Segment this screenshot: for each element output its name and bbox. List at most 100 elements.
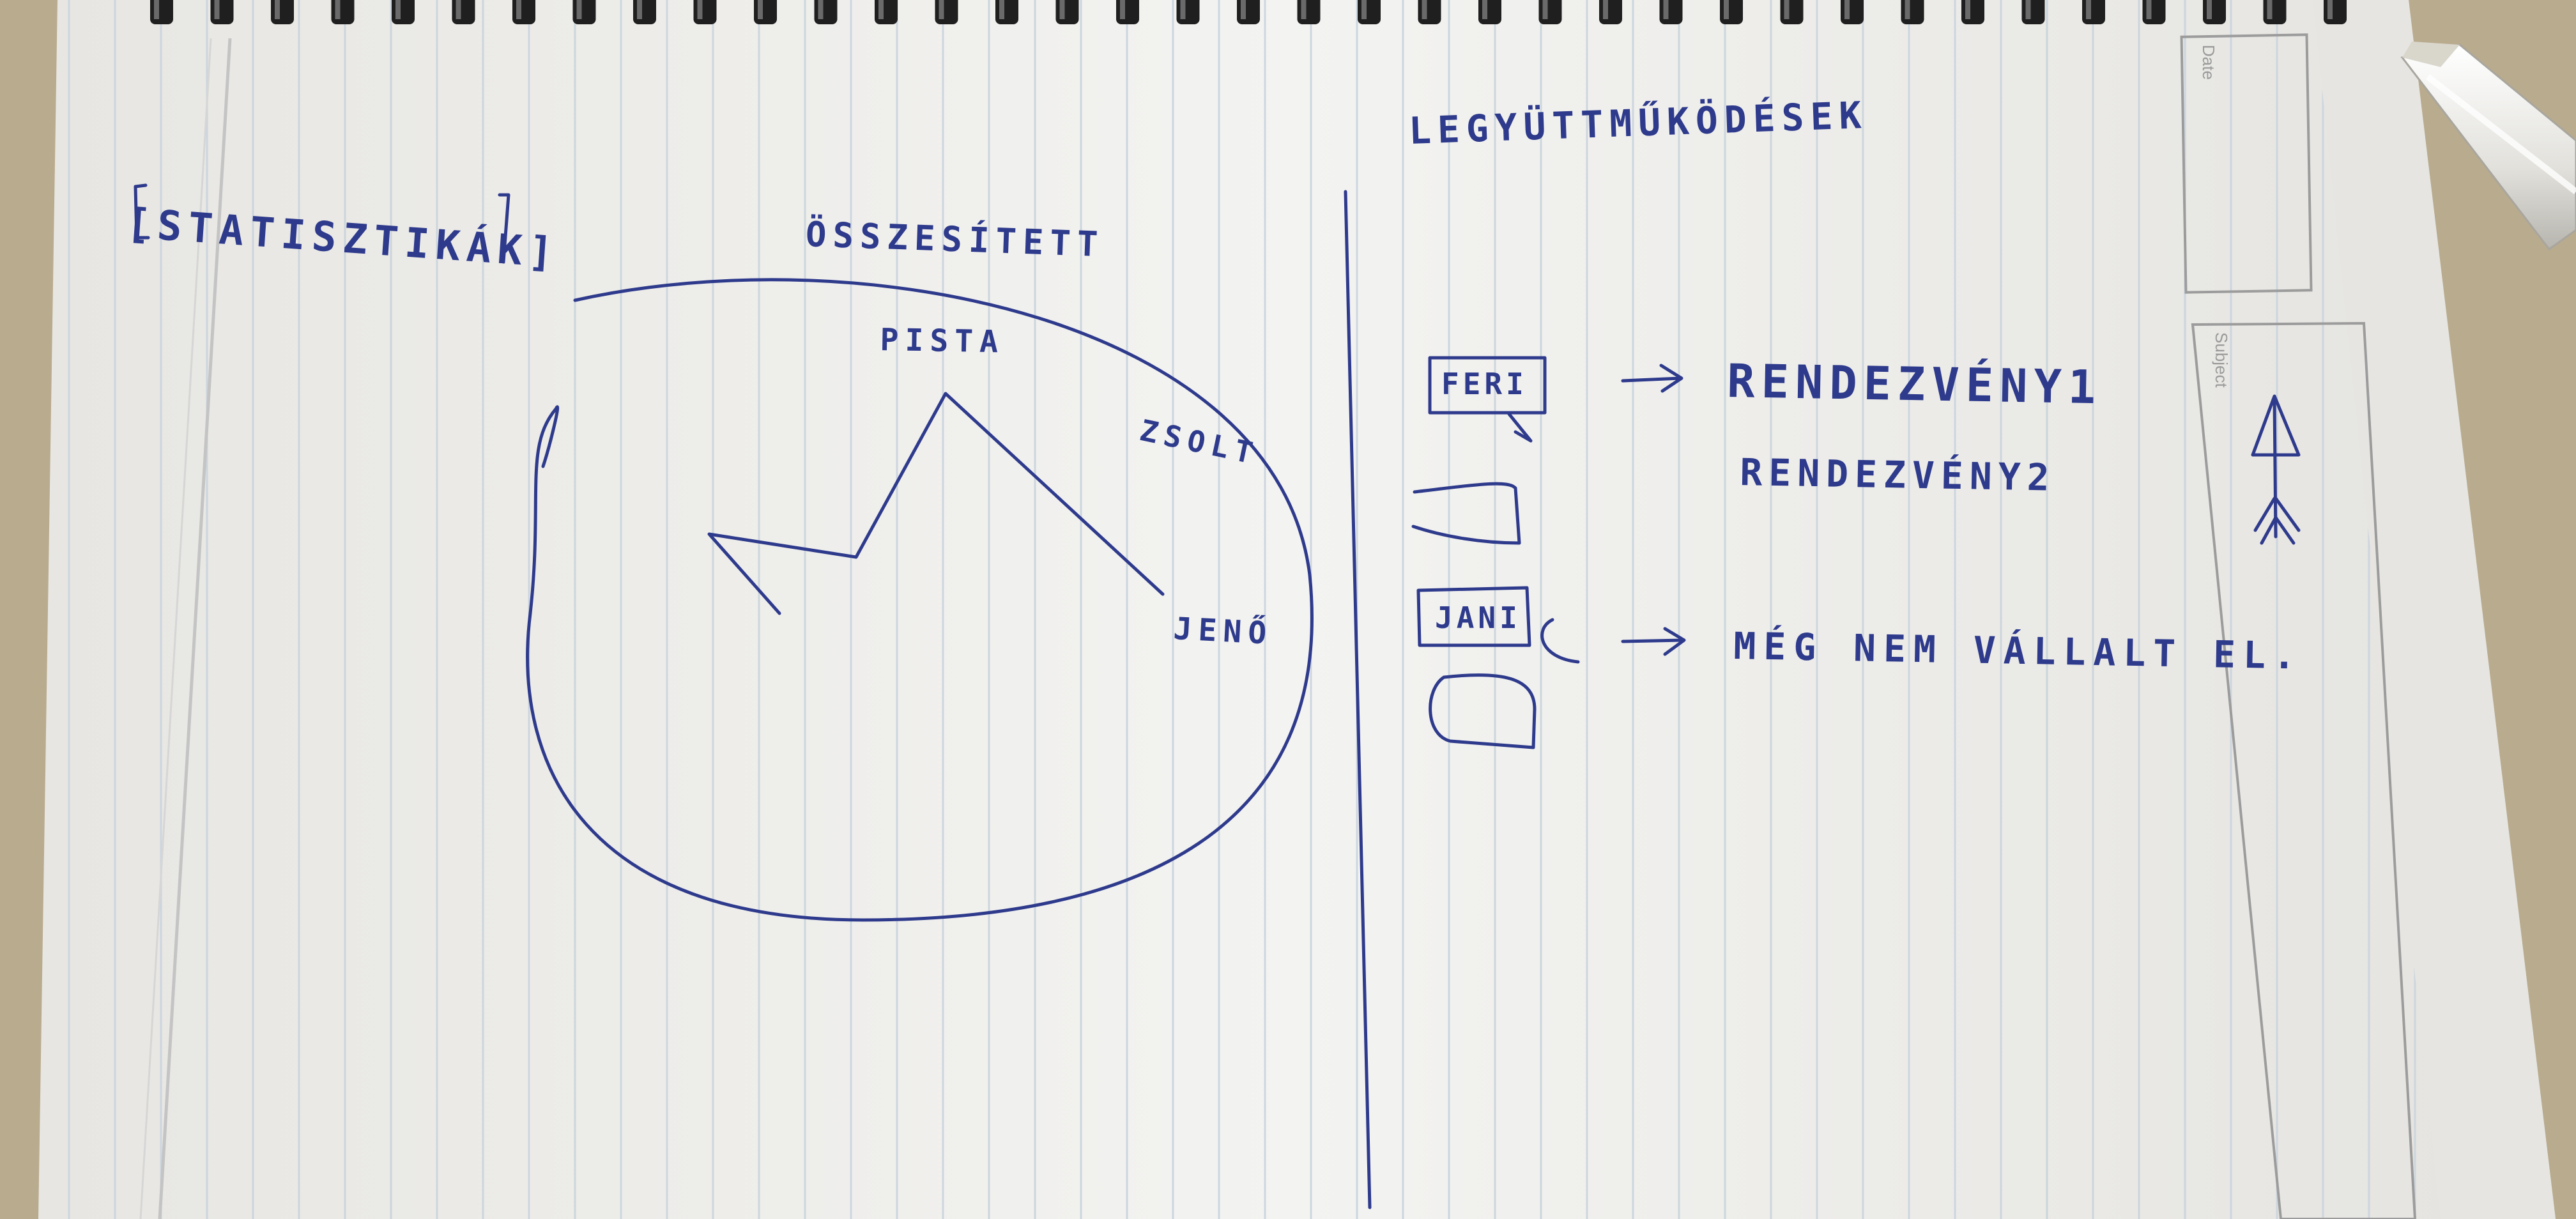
spiral-ring [1237, 0, 1260, 24]
spiral-ring [331, 0, 355, 24]
jani-result: MÉG NEM VÁLLALT EL. [1733, 624, 2304, 678]
spiral-ring-highlight [697, 0, 703, 19]
spiral-ring [210, 0, 234, 24]
spiral-ring [2203, 0, 2226, 24]
spiral-ring-highlight [1724, 0, 1729, 19]
spiral-ring-highlight [878, 0, 884, 19]
spiral-ring [2263, 0, 2287, 24]
spiral-ring-highlight [1784, 0, 1790, 19]
spiral-ring [392, 0, 415, 24]
spiral-ring-highlight [1059, 0, 1065, 19]
spiral-ring [1055, 0, 1079, 24]
spiral-ring [1116, 0, 1139, 24]
spiral-ring [754, 0, 777, 24]
spiral-binding [150, 0, 2347, 24]
spiral-ring-highlight [1603, 0, 1608, 19]
spiral-ring-highlight [2025, 0, 2031, 19]
margin-line [158, 38, 232, 1219]
spiral-ring-highlight [335, 0, 341, 19]
spiral-ring-highlight [818, 0, 824, 19]
spiral-ring-highlight [275, 0, 280, 19]
spiral-ring [1297, 0, 1321, 24]
spiral-ring-highlight [1361, 0, 1367, 19]
spiral-ring-highlight [758, 0, 763, 19]
spiral-ring [572, 0, 596, 24]
ruled-lines [38, 0, 2556, 1219]
feri-result-2: RENDEZVÉNY2 [1739, 450, 2057, 500]
spiral-ring [2324, 0, 2347, 24]
spiral-ring-highlight [1120, 0, 1125, 19]
spiral-ring-highlight [1422, 0, 1427, 19]
spiral-ring [512, 0, 535, 24]
spiral-ring-highlight [1241, 0, 1246, 19]
spiral-ring [2021, 0, 2045, 24]
spiral-ring-highlight [395, 0, 401, 19]
pie-label-bottom-right: JENŐ [1172, 611, 1274, 652]
spiral-ring-highlight [999, 0, 1004, 19]
arrow-jani [1621, 627, 1686, 656]
pen [2400, 42, 2576, 251]
feri-label: FERI [1441, 367, 1528, 401]
spiral-ring-highlight [1905, 0, 1910, 19]
spiral-ring-highlight [1482, 0, 1487, 19]
spiral-ring [1659, 0, 1683, 24]
spiral-ring [452, 0, 475, 24]
spiral-ring [814, 0, 838, 24]
spiral-ring-highlight [154, 0, 159, 19]
spiral-ring [1418, 0, 1441, 24]
spiral-ring-highlight [214, 0, 220, 19]
spiral-ring-highlight [1663, 0, 1669, 19]
arrow-feri [1621, 364, 1683, 393]
spiral-ring [1538, 0, 1562, 24]
empty-box-2 [1411, 482, 1521, 545]
pie-circle [526, 278, 1314, 922]
spiral-ring [633, 0, 656, 24]
spiral-ring [1901, 0, 1924, 24]
jani-box [1416, 586, 1531, 647]
spiral-ring-highlight [939, 0, 944, 19]
vertical-divider [1344, 190, 1372, 1209]
spiral-ring-highlight [1542, 0, 1548, 19]
spiral-ring [271, 0, 294, 24]
spiral-ring-highlight [2086, 0, 2091, 19]
empty-box-4 [1429, 673, 1537, 749]
spiral-ring [1780, 0, 1804, 24]
spiral-ring [1478, 0, 1501, 24]
spiral-ring [875, 0, 898, 24]
spiral-ring-highlight [2327, 0, 2333, 19]
spiral-ring-highlight [2267, 0, 2273, 19]
spiral-ring [995, 0, 1018, 24]
date-box [2180, 33, 2313, 294]
subject-label: Subject [2212, 332, 2231, 388]
spiral-ring-highlight [1965, 0, 1970, 19]
spiral-ring [1961, 0, 1984, 24]
circle-heading: ÖSSZESÍTETT [804, 214, 1105, 265]
spiral-ring [1176, 0, 1200, 24]
spiral-ring [1720, 0, 1743, 24]
spiral-ring-highlight [637, 0, 642, 19]
feri-result-1: RENDEZVÉNY1 [1726, 354, 2103, 415]
spiral-ring-highlight [1844, 0, 1850, 19]
subject-box [2191, 321, 2417, 1219]
spiral-ring-highlight [516, 0, 521, 19]
spiral-ring [1358, 0, 1381, 24]
spiral-ring [1599, 0, 1622, 24]
spiral-ring-highlight [1180, 0, 1186, 19]
spiral-ring-highlight [1301, 0, 1307, 19]
spiral-ring-highlight [2207, 0, 2212, 19]
spiral-ring-highlight [456, 0, 461, 19]
spiral-ring [935, 0, 958, 24]
spiral-ring-highlight [576, 0, 582, 19]
arrow-icon [2251, 394, 2301, 545]
date-label: Date [2199, 45, 2218, 80]
jani-label: JANI [1435, 601, 1521, 635]
spiral-ring [1841, 0, 1864, 24]
feri-box [1428, 356, 1547, 415]
spiral-ring-highlight [2146, 0, 2152, 19]
spiral-ring [693, 0, 717, 24]
spiral-ring [2082, 0, 2105, 24]
pie-label-top: PISTA [880, 322, 1005, 360]
spiral-ring [2142, 0, 2166, 24]
